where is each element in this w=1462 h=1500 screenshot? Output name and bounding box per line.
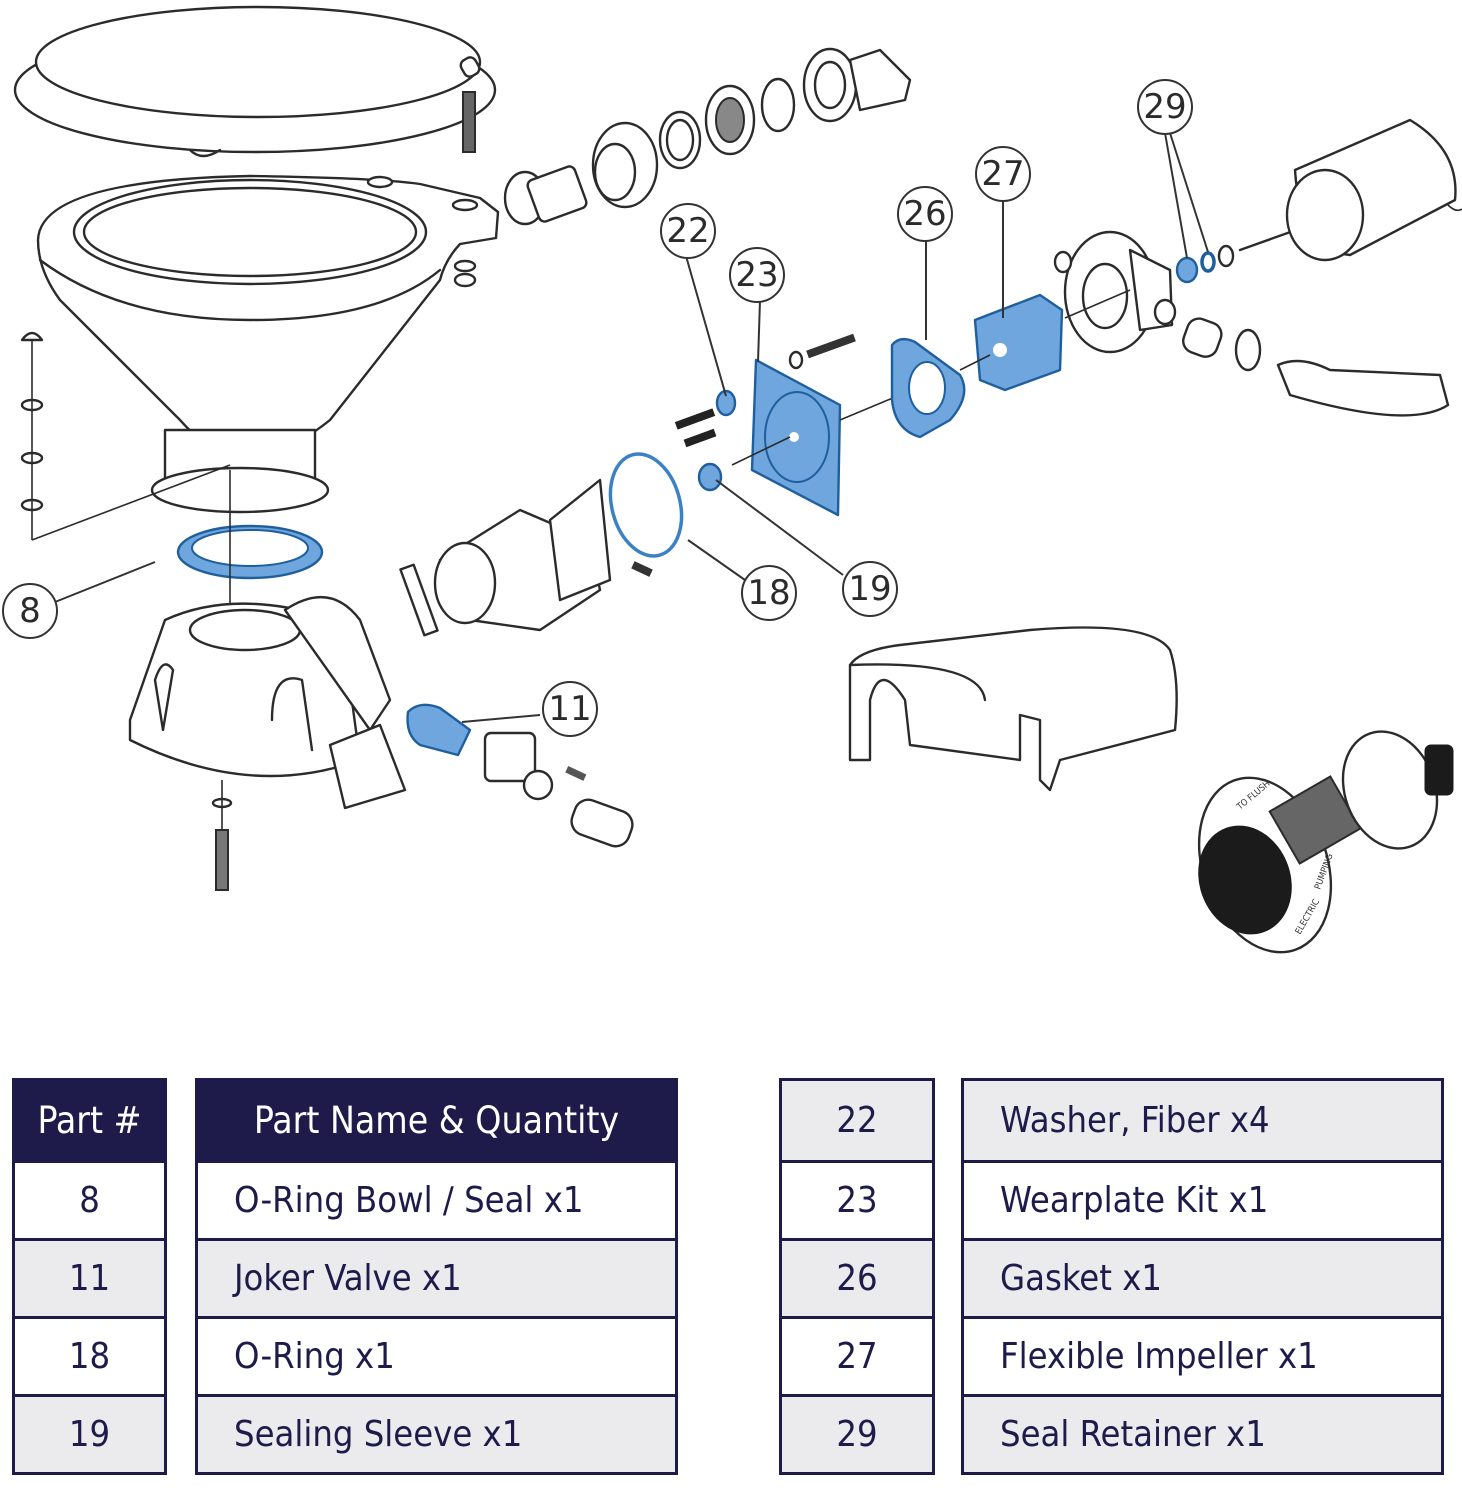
electric-motor — [1238, 118, 1462, 262]
part-name: Washer, Fiber x4 — [961, 1078, 1444, 1163]
part-11-joker-valve — [406, 703, 634, 848]
callout-18-label: 18 — [747, 573, 790, 613]
part-27-flexible-impeller — [959, 293, 1064, 392]
table-row: 29 Seal Retainer x1 — [779, 1397, 1444, 1475]
callout-23: 23 — [729, 247, 785, 303]
part-number: 11 — [12, 1241, 167, 1319]
part-name: Wearplate Kit x1 — [961, 1163, 1444, 1241]
part-number: 27 — [779, 1319, 935, 1397]
callout-11: 11 — [542, 681, 598, 737]
callout-19: 19 — [842, 561, 898, 617]
flush-button-switch: TO FLUSH ELECTRIC PUMPING — [1197, 730, 1454, 954]
part-number: 18 — [12, 1319, 167, 1397]
callout-22: 22 — [660, 203, 716, 259]
callout-11-label: 11 — [548, 689, 591, 729]
part-23-wearplate — [731, 358, 901, 517]
part-22-fiber-washer — [715, 389, 737, 417]
table-row: 18 O-Ring x1 — [12, 1319, 678, 1397]
part-26-gasket — [890, 337, 966, 439]
part-29-seal-retainer — [1175, 244, 1235, 284]
pump-cover — [848, 626, 1178, 792]
hose-fittings — [503, 47, 912, 226]
part-18-o-ring — [608, 452, 684, 558]
part-8-bowl-seal — [176, 470, 324, 640]
callout-22-label: 22 — [666, 211, 709, 251]
callout-29-label: 29 — [1143, 87, 1186, 127]
callout-23-label: 23 — [735, 255, 778, 295]
callout-27-label: 27 — [981, 154, 1024, 194]
leader-lines — [54, 132, 1209, 723]
part-name: O-Ring x1 — [195, 1319, 678, 1397]
table-row: 23 Wearplate Kit x1 — [779, 1163, 1444, 1241]
callout-27: 27 — [975, 146, 1031, 202]
callout-29: 29 — [1137, 79, 1193, 135]
part-number: 26 — [779, 1241, 935, 1319]
exploded-parts-diagram: TO FLUSH ELECTRIC PUMPING 8 11 18 19 22 — [2, 5, 1462, 954]
callout-26: 26 — [897, 186, 953, 242]
table-row: 22 Washer, Fiber x4 — [779, 1078, 1444, 1163]
part-name: Seal Retainer x1 — [961, 1397, 1444, 1475]
bolt-stack — [20, 331, 231, 541]
part-name: Joker Valve x1 — [195, 1241, 678, 1319]
macerator-housing — [399, 478, 653, 637]
pump-housing — [1053, 230, 1177, 354]
header-part-name: Part Name & Quantity — [195, 1078, 678, 1163]
table-row: 26 Gasket x1 — [779, 1241, 1444, 1319]
part-number: 8 — [12, 1163, 167, 1241]
part-name: Flexible Impeller x1 — [961, 1319, 1444, 1397]
parts-table-left: Part # Part Name & Quantity 8 O-Ring Bow… — [12, 1078, 678, 1475]
part-name: Sealing Sleeve x1 — [195, 1397, 678, 1475]
part-name: O-Ring Bowl / Seal x1 — [195, 1163, 678, 1241]
table-row: 19 Sealing Sleeve x1 — [12, 1397, 678, 1475]
header-part-number: Part # — [12, 1078, 167, 1163]
callout-8: 8 — [2, 583, 58, 639]
part-number: 29 — [779, 1397, 935, 1475]
callout-26-label: 26 — [903, 194, 946, 234]
toilet-bowl — [36, 174, 500, 514]
callout-8-label: 8 — [19, 591, 41, 631]
pump-base — [128, 596, 407, 891]
part-number: 23 — [779, 1163, 935, 1241]
part-number: 19 — [12, 1397, 167, 1475]
table-row: 27 Flexible Impeller x1 — [779, 1319, 1444, 1397]
table-row: 8 O-Ring Bowl / Seal x1 — [12, 1163, 678, 1241]
part-name: Gasket x1 — [961, 1241, 1444, 1319]
part-19-sealing-sleeve — [697, 462, 723, 492]
part-number: 22 — [779, 1078, 935, 1163]
screws — [674, 333, 856, 448]
callout-18: 18 — [741, 565, 797, 621]
table-row: 11 Joker Valve x1 — [12, 1241, 678, 1319]
callout-19-label: 19 — [848, 569, 891, 609]
toilet-lid — [13, 5, 497, 158]
hose-and-clamp — [1182, 317, 1450, 417]
parts-table-right: 22 Washer, Fiber x4 23 Wearplate Kit x1 … — [779, 1078, 1444, 1475]
